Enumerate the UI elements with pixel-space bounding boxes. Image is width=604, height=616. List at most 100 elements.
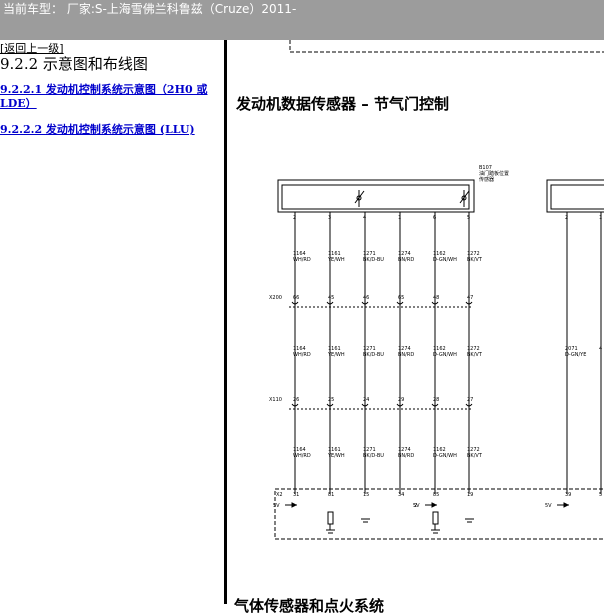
ecm-resistor xyxy=(327,511,334,525)
ecm-pin-number: 34 xyxy=(398,492,404,498)
second-sensor-pin-number: 2 xyxy=(565,215,568,221)
wire-circuit-label: 1271 xyxy=(363,346,376,352)
wire-circuit-label: 1162 xyxy=(433,346,446,352)
connector-terminal xyxy=(396,301,404,305)
wire-circuit-label: 1161 xyxy=(328,447,341,453)
wire-color-label: BK/VT xyxy=(467,352,483,358)
potentiometer-arrow xyxy=(459,190,470,204)
wire-circuit-label: 4 xyxy=(599,346,602,352)
section-title: 9.2.2 示意图和布线图 xyxy=(0,55,148,73)
component-name-label: 油门踏板位置 xyxy=(479,170,509,177)
diagram-heading: 发动机数据传感器 – 节气门控制 xyxy=(236,95,449,113)
connector-pin-number: 46 xyxy=(363,295,369,301)
wire-circuit-label: 1274 xyxy=(398,447,411,453)
wire-color-label: BN/RD xyxy=(398,257,414,263)
back-link[interactable]: [返回上一级] xyxy=(0,42,64,55)
second-sensor-ecm-pin: 5 xyxy=(599,492,602,498)
connector-terminal xyxy=(361,403,369,407)
second-5v-reference: 5V xyxy=(545,503,552,509)
connector-label: X110 xyxy=(269,397,282,403)
vehicle-model-title: 当前车型： 厂家:S-上海雪佛兰科鲁兹（Cruze）2011- xyxy=(3,2,297,16)
wire-color-label: BK/VT xyxy=(467,257,483,263)
wire-circuit-label: 1274 xyxy=(398,251,411,257)
second-sensor-pin-number: 1 xyxy=(599,215,602,221)
wire-color-label: D-GN/YE xyxy=(565,352,586,358)
connector-terminal xyxy=(465,301,473,305)
connector-pin-number: 26 xyxy=(293,397,299,403)
sensor-pin-number: 5 xyxy=(467,215,470,221)
ecm-pin-number: 85 xyxy=(433,492,439,498)
wire-circuit-label: 1271 xyxy=(363,251,376,257)
potentiometer-arrow xyxy=(354,190,365,204)
connector-pin-number: 66 xyxy=(293,295,299,301)
component-ref-label: B107 xyxy=(479,165,492,171)
nav-link-engine-control-2h0-lde[interactable]: 9.2.2.1 发动机控制系统示意图（2H0 或 LDE） xyxy=(0,83,208,110)
sensor-pin-number: 4 xyxy=(363,215,366,221)
ecm-pin-number: 31 xyxy=(293,492,299,498)
wire-circuit-label: 1161 xyxy=(328,251,341,257)
nav-link-engine-control-llu[interactable]: 9.2.2.2 发动机控制系统示意图 (LLU) xyxy=(0,123,195,136)
wire-circuit-label: 1162 xyxy=(433,251,446,257)
wire-circuit-label: 1274 xyxy=(398,346,411,352)
reference-arrow xyxy=(291,502,298,508)
wire-color-label: D-GN/WH xyxy=(433,257,457,263)
wire-circuit-label: 2071 xyxy=(565,346,578,352)
title-bar: 当前车型： 厂家:S-上海雪佛兰科鲁兹（Cruze）2011- xyxy=(0,0,604,40)
reference-arrow xyxy=(431,502,438,508)
connector-pin-number: 24 xyxy=(363,397,369,403)
ecm-box xyxy=(274,488,604,540)
wire-color-label: D-GN/WH xyxy=(433,352,457,358)
wire-color-label: WH/RD xyxy=(293,453,311,459)
connector-pin-number: 28 xyxy=(433,397,439,403)
wire-circuit-label: 1164 xyxy=(293,346,306,352)
wire-color-label: D-GN/WH xyxy=(433,453,457,459)
wire-circuit-label: 1164 xyxy=(293,447,306,453)
sensor-pin-number: 3 xyxy=(328,215,331,221)
connector-pin-number: 25 xyxy=(328,397,334,403)
wire-color-label: BN/RD xyxy=(398,453,414,459)
connector-terminal xyxy=(396,403,404,407)
wire-color-label: WH/RD xyxy=(293,352,311,358)
connector-terminal xyxy=(431,403,439,407)
wire-color-label: YE/WH xyxy=(327,453,345,459)
next-section-heading: 气体传感器和点火系统 xyxy=(234,597,385,615)
sensor-component-box xyxy=(277,179,475,213)
second-sensor-inner-box xyxy=(550,184,604,210)
connector-terminal xyxy=(326,403,334,407)
wire-circuit-label: 1272 xyxy=(467,251,480,257)
wire-circuit-label: 1164 xyxy=(293,251,306,257)
connector-label: X200 xyxy=(269,295,282,301)
wire-color-label: YE/WH xyxy=(327,352,345,358)
ecm-pin-number: 81 xyxy=(328,492,334,498)
ecm-connector-label: X2 xyxy=(276,492,283,498)
second-sensor-box xyxy=(546,179,604,213)
wire-circuit-label: 1271 xyxy=(363,447,376,453)
sensor-pin-number: 6 xyxy=(433,215,436,221)
pane-divider[interactable] xyxy=(224,40,227,604)
connector-pin-number: 29 xyxy=(398,397,404,403)
connector-terminal xyxy=(431,301,439,305)
wiring-diagram: B107油门踏板位置传感器X200X110X221164WH/RD1164WH/… xyxy=(269,40,604,540)
sensor-pin-number: 1 xyxy=(398,215,401,221)
ecm-5v-reference: 5V xyxy=(413,503,420,509)
connector-terminal xyxy=(291,301,299,305)
ecm-reference-number: 2 xyxy=(414,503,417,509)
wire-color-label: BK/VT xyxy=(467,453,483,459)
component-name-label: 传感器 xyxy=(479,176,494,183)
connector-pin-number: 48 xyxy=(433,295,439,301)
wire-color-label: BK/D-BU xyxy=(363,453,384,459)
ecm-pin-number: 19 xyxy=(467,492,473,498)
connector-pin-number: 47 xyxy=(467,295,473,301)
second-sensor-ecm-pin: 39 xyxy=(565,492,571,498)
wire-circuit-label: 1161 xyxy=(328,346,341,352)
wire-color-label: BK/D-BU xyxy=(363,352,384,358)
connector-pin-number: 27 xyxy=(467,397,473,403)
wire-color-label: BK/D-BU xyxy=(363,257,384,263)
connector-terminal xyxy=(361,301,369,305)
navigation-pane: [返回上一级] 9.2.2 示意图和布线图 9.2.2.1 发动机控制系统示意图… xyxy=(0,40,224,604)
wire-color-label: WH/RD xyxy=(293,257,311,263)
sensor-inner-box xyxy=(281,184,470,210)
wire-circuit-label: 1162 xyxy=(433,447,446,453)
ecm-5v-reference: 5V xyxy=(273,503,280,509)
